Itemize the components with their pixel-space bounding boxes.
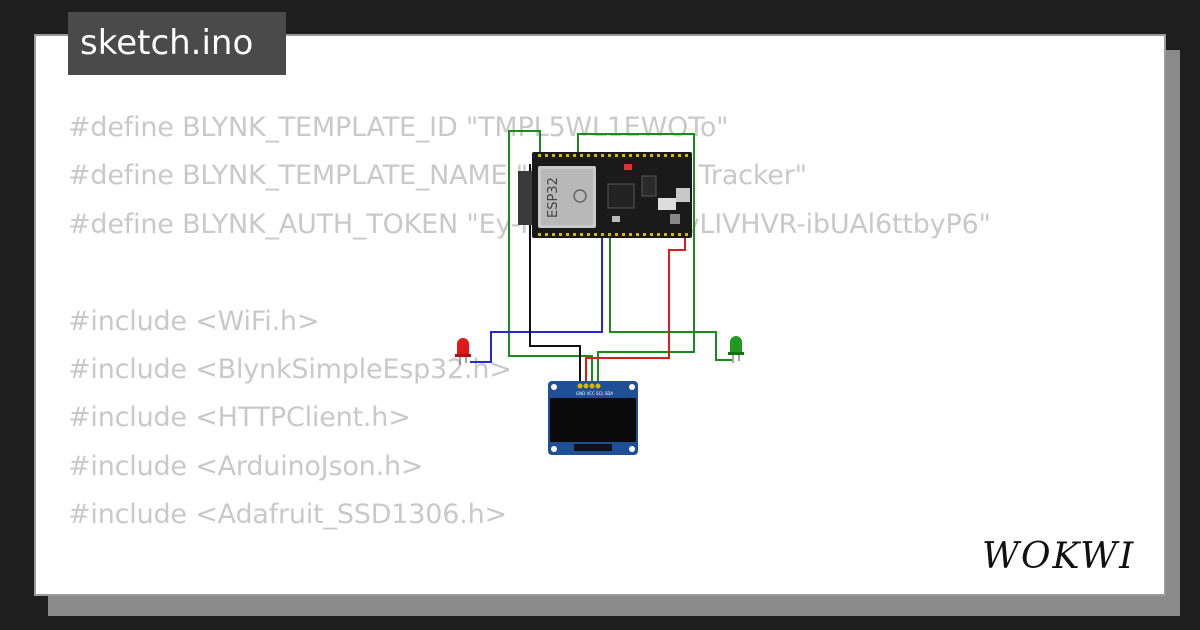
code-line: #include <BlynkSimpleEsp32.h> [68,353,512,385]
oled-display: GND VCC SCL SDA [548,381,638,455]
esp32-label: ESP32 [546,177,561,218]
code-line: #include <Adafruit_SSD1306.h> [68,499,507,531]
oled-pin-labels: GND VCC SCL SDA [576,391,613,396]
red-led [455,338,471,365]
wire-black [529,164,581,383]
wire-red [585,238,686,383]
green-led [728,336,744,363]
code-line: #define BLYNK_TEMPLATE_ID "TMPL5WL1EWOTo… [68,112,729,143]
esp32-board: ESP32 [518,152,692,238]
wire-green-led [609,238,732,361]
code-line: #include <HTTPClient.h> [68,402,411,434]
file-name-tab[interactable]: sketch.ino [68,12,286,75]
code-line: #include <ArduinoJson.h> [68,450,424,482]
code-line: #include <WiFi.h> [68,305,320,337]
wokwi-logo[interactable]: WOKWI [980,530,1150,576]
wire-green-left [508,130,593,383]
wire-blue [470,238,603,363]
brand-name: WOKWI [982,536,1135,576]
